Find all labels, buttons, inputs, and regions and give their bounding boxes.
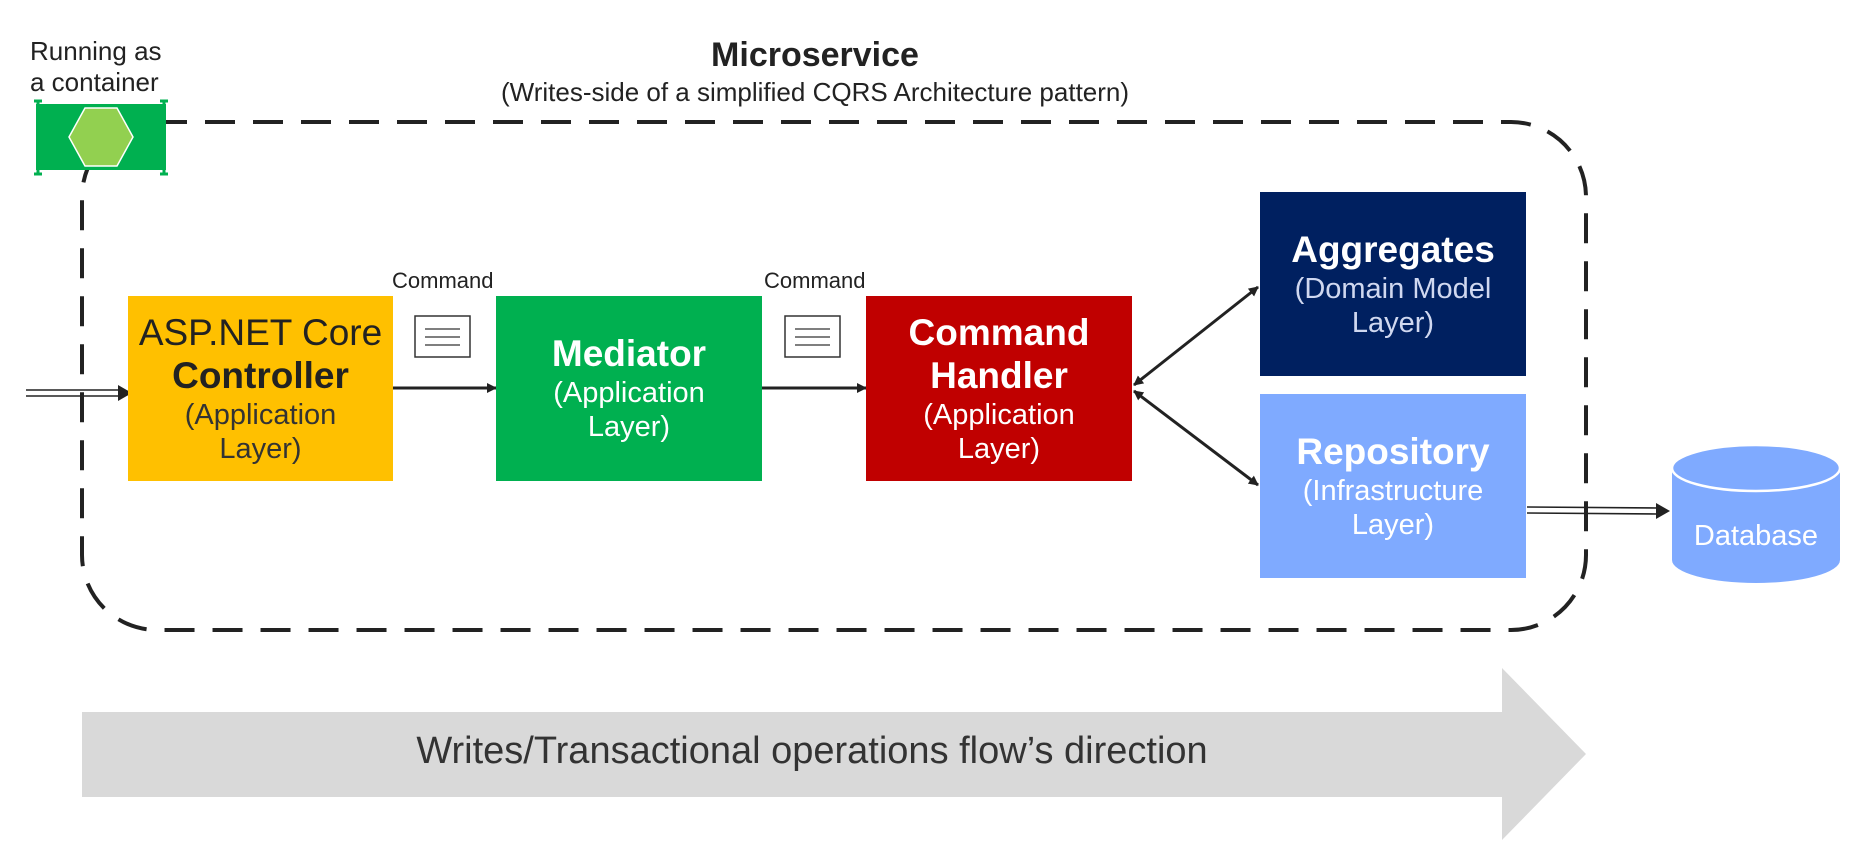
mediator-block: Mediator (Application Layer): [496, 296, 762, 481]
microservice-subtitle: (Writes-side of a simplified CQRS Archit…: [500, 77, 1130, 107]
flow-direction-arrow: [82, 668, 1586, 840]
aggregates-title: Aggregates: [1291, 228, 1495, 270]
mediator-title: Mediator: [551, 333, 707, 375]
handler-title-line1: Command: [908, 311, 1090, 353]
command-document-icon: [784, 315, 841, 358]
command-document-icon: [414, 315, 471, 358]
handler-title-line2: Handler: [930, 355, 1068, 397]
mediator-layer: (Application: [553, 377, 705, 410]
mediator-layer-suffix: Layer): [587, 411, 671, 444]
handler-layer: (Application: [923, 398, 1075, 431]
repository-block: Repository (Infrastructure Layer): [1260, 394, 1526, 578]
controller-framework-label: ASP.NET Core: [138, 311, 383, 353]
incoming-arrow: [26, 385, 132, 401]
arrow-handler-aggregates: [1133, 285, 1259, 387]
handler-layer-suffix: Layer): [957, 433, 1041, 466]
arrow-repository-to-database: [1526, 503, 1670, 519]
aggregates-layer-suffix: Layer): [1351, 306, 1435, 339]
command-label: Command: [392, 268, 494, 293]
repository-title: Repository: [1296, 430, 1490, 472]
database-label: Database: [1693, 520, 1819, 552]
arrow-handler-repository: [1133, 389, 1259, 487]
aggregates-block: Aggregates (Domain Model Layer): [1260, 192, 1526, 376]
controller-block: ASP.NET Core Controller (Application Lay…: [128, 296, 393, 481]
controller-title: Controller: [172, 355, 349, 397]
container-label: Running as a container: [30, 36, 162, 98]
controller-layer-suffix: Layer): [219, 433, 302, 466]
command-label: Command: [764, 268, 866, 293]
database-cylinder: [1670, 443, 1842, 583]
container-icon: [34, 99, 168, 176]
microservice-title: Microservice: [711, 36, 919, 74]
repository-layer-suffix: Layer): [1351, 508, 1435, 541]
command-handler-block: Command Handler (Application Layer): [866, 296, 1132, 481]
flow-direction-label: Writes/Transactional operations flow’s d…: [416, 730, 1208, 772]
controller-layer: (Application: [184, 398, 337, 431]
microservice-boundary: [80, 120, 1588, 632]
aggregates-layer: (Domain Model: [1294, 272, 1492, 305]
repository-layer: (Infrastructure: [1302, 474, 1484, 507]
